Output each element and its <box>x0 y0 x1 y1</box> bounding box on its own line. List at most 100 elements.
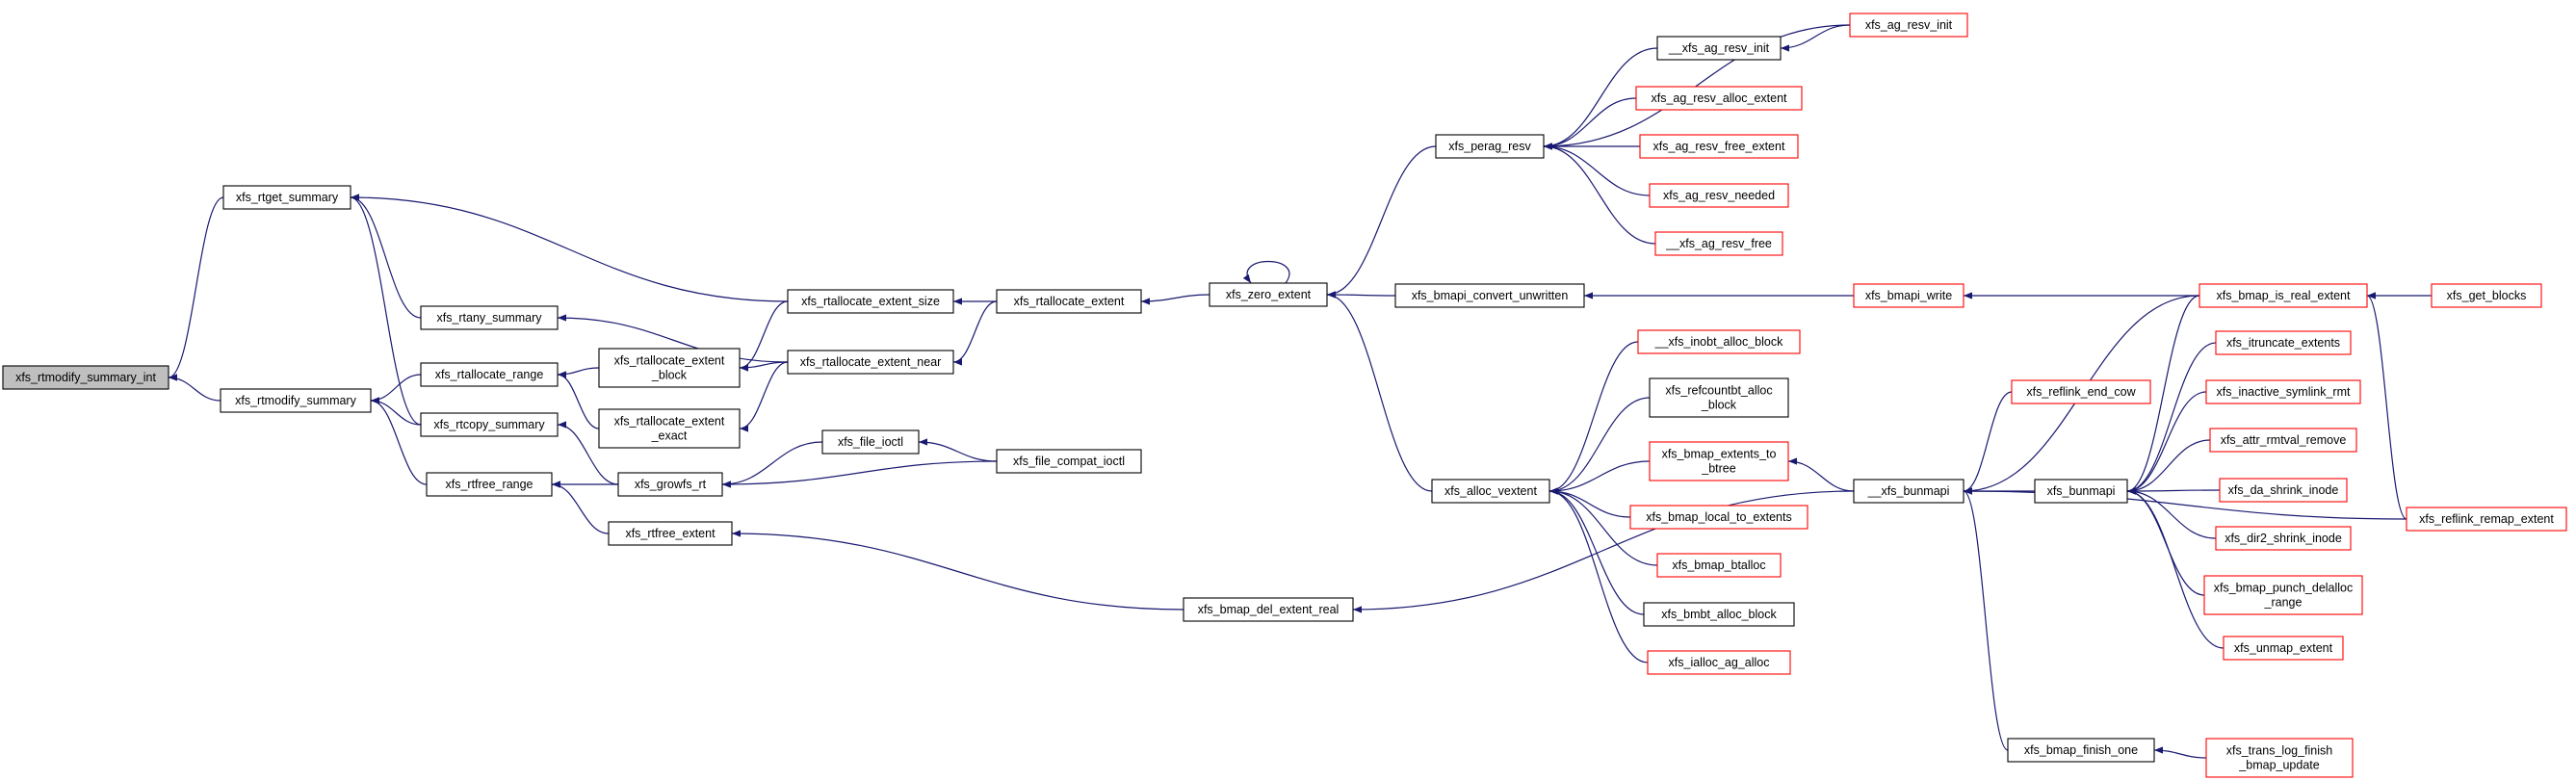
node-bmap-punch-delalloc-range[interactable]: xfs_bmap_punch_delalloc_range <box>2203 575 2363 615</box>
node-label: xfs_refcountbt_alloc <box>1665 384 1772 398</box>
node-ialloc-ag-alloc[interactable]: xfs_ialloc_ag_alloc <box>1647 650 1791 675</box>
node-box <box>2199 283 2368 308</box>
node-rtallocate-extent-block[interactable]: xfs_rtallocate_extent_block <box>598 348 741 388</box>
node-ag-resv-free-extent[interactable]: xfs_ag_resv_free_extent <box>1639 134 1799 159</box>
node-ag-resv-free[interactable]: __xfs_ag_resv_free <box>1654 231 1783 256</box>
node-label: xfs_inactive_symlink_rmt <box>2217 385 2351 399</box>
node-ag-resv-init[interactable]: xfs_ag_resv_init <box>1849 13 1968 38</box>
edge-bmap-del-extent-real-to-bunmapi <box>1352 490 1855 613</box>
node-label: xfs_bmap_local_to_extents <box>1646 510 1791 524</box>
node-bmap-extents-to-btree[interactable]: xfs_bmap_extents_to_btree <box>1649 441 1789 481</box>
node-box <box>1849 13 1968 38</box>
node-dir2-shrink-inode[interactable]: xfs_dir2_shrink_inode <box>2215 526 2352 551</box>
node-label: xfs_rtallocate_extent <box>614 415 725 429</box>
node-growfs-rt[interactable]: xfs_growfs_rt <box>617 472 723 497</box>
node-reflink-end-cow[interactable]: xfs_reflink_end_cow <box>2011 379 2151 404</box>
node-rtallocate-range[interactable]: xfs_rtallocate_range <box>420 362 559 387</box>
node-ag-resv-needed[interactable]: xfs_ag_resv_needed <box>1649 183 1789 208</box>
node-unmap-extent[interactable]: xfs_unmap_extent <box>2223 636 2344 661</box>
node-rtcopy-summary[interactable]: xfs_rtcopy_summary <box>420 412 559 437</box>
node-da-shrink-inode[interactable]: xfs_da_shrink_inode <box>2219 478 2348 503</box>
node-refcountbt-alloc-block[interactable]: xfs_refcountbt_alloc_block <box>1649 377 1789 418</box>
node-label: xfs_trans_log_finish <box>2226 744 2333 758</box>
node-bmap-local-to-extents[interactable]: xfs_bmap_local_to_extents <box>1629 505 1808 530</box>
node-bmap-btalloc[interactable]: xfs_bmap_btalloc <box>1656 553 1782 578</box>
edge-bunmapi-to-reflink-end-cow <box>1963 391 2013 495</box>
node-bmap-is-real-extent[interactable]: xfs_bmap_is_real_extent <box>2199 283 2368 308</box>
node-box <box>1647 650 1791 675</box>
edge-alloc-vextent-to-bmap-extents-to-btree <box>1548 460 1651 495</box>
edge-ag-resv-init-to-ag-resv-init <box>1780 24 1851 52</box>
edge-rtallocate-extent-near-to-rtallocate-extent <box>952 300 998 366</box>
edge-growfs-rt-to-file-ioctl <box>721 441 823 488</box>
node-ag-resv-init[interactable]: __xfs_ag_resv_init <box>1656 36 1782 61</box>
node-bmap-del-extent-real[interactable]: xfs_bmap_del_extent_real <box>1183 597 1354 622</box>
node-label: xfs_reflink_remap_extent <box>2419 512 2554 526</box>
node-file-ioctl[interactable]: xfs_file_ioctl <box>821 429 920 455</box>
edge-rtallocate-range-to-rtallocate-extent-block <box>557 367 600 378</box>
node-reflink-remap-extent[interactable]: xfs_reflink_remap_extent <box>2406 507 2567 532</box>
node-perag-resv[interactable]: xfs_perag_resv <box>1435 134 1545 159</box>
node-label: xfs_da_shrink_inode <box>2228 483 2339 497</box>
node-ag-resv-alloc-extent[interactable]: xfs_ag_resv_alloc_extent <box>1635 86 1803 111</box>
node-label: _btree <box>1701 462 1735 476</box>
node-label: _block <box>1701 399 1737 412</box>
node-bmbt-alloc-block[interactable]: xfs_bmbt_alloc_block <box>1643 602 1795 627</box>
edge-perag-resv-to-ag-resv-needed <box>1543 143 1651 196</box>
node-box <box>2205 738 2354 778</box>
node-zero-extent[interactable]: xfs_zero_extent <box>1209 282 1328 307</box>
node-bunmapi[interactable]: xfs_bunmapi <box>2034 479 2128 504</box>
node-box <box>2011 379 2151 404</box>
node-rtany-summary[interactable]: xfs_rtany_summary <box>420 305 559 330</box>
node-inactive-symlink-rmt[interactable]: xfs_inactive_symlink_rmt <box>2205 379 2361 404</box>
edge-bunmapi-to-bmap-is-real-extent <box>2126 295 2200 495</box>
edge-file-ioctl-to-file-compat-ioctl <box>918 438 998 462</box>
node-box <box>1656 36 1782 61</box>
node-rtfree-extent[interactable]: xfs_rtfree_extent <box>608 521 733 546</box>
node-itruncate-extents[interactable]: xfs_itruncate_extents <box>2215 330 2352 355</box>
node-rtmodify-summary[interactable]: xfs_rtmodify_summary <box>220 388 372 413</box>
node-bmapi-write[interactable]: xfs_bmapi_write <box>1853 283 1965 308</box>
node-box <box>1209 282 1328 307</box>
node-root[interactable]: xfs_rtmodify_summary_int <box>2 365 169 390</box>
node-box <box>1435 134 1545 159</box>
node-box <box>2406 507 2567 532</box>
node-bmap-finish-one[interactable]: xfs_bmap_finish_one <box>2007 738 2155 763</box>
node-label: xfs_bmap_is_real_extent <box>2217 289 2351 302</box>
edge-bunmapi-to-attr-rmtval-remove <box>2126 439 2211 495</box>
node-get-blocks[interactable]: xfs_get_blocks <box>2431 283 2542 308</box>
edge-bunmapi-to-unmap-extent <box>2126 487 2225 649</box>
node-rtallocate-extent-near[interactable]: xfs_rtallocate_extent_near <box>787 350 954 375</box>
node-box <box>617 472 723 497</box>
node-label: xfs_bmap_del_extent_real <box>1198 603 1340 616</box>
node-inobt-alloc-block[interactable]: __xfs_inobt_alloc_block <box>1637 329 1801 354</box>
node-rtallocate-extent[interactable]: xfs_rtallocate_extent <box>996 289 1142 314</box>
edge-alloc-vextent-to-bmap-btalloc <box>1548 487 1658 566</box>
node-rtallocate-extent-size[interactable]: xfs_rtallocate_extent_size <box>787 289 954 314</box>
node-bmapi-convert-unwritten[interactable]: xfs_bmapi_convert_unwritten <box>1394 283 1585 308</box>
node-trans-log-finish-bmap-update[interactable]: xfs_trans_log_finish_bmap_update <box>2205 738 2354 778</box>
node-alloc-vextent[interactable]: xfs_alloc_vextent <box>1431 479 1550 504</box>
edge-root-to-rtmodify-summary <box>168 374 221 402</box>
node-label: xfs_bmap_punch_delalloc <box>2214 582 2354 595</box>
node-label: xfs_ag_resv_alloc_extent <box>1651 91 1787 105</box>
node-file-compat-ioctl[interactable]: xfs_file_compat_ioctl <box>996 449 1142 474</box>
node-label: xfs_ag_resv_needed <box>1663 189 1775 202</box>
node-box <box>598 348 741 388</box>
node-rtallocate-extent-exact[interactable]: xfs_rtallocate_extent_exact <box>598 408 741 449</box>
node-box <box>222 185 351 210</box>
edge-root-to-rtget-summary <box>168 196 224 381</box>
node-label: xfs_itruncate_extents <box>2226 336 2340 350</box>
node-box <box>608 521 733 546</box>
node-label: xfs_rtcopy_summary <box>433 418 545 431</box>
node-label: _exact <box>651 429 688 443</box>
node-box <box>220 388 372 413</box>
node-box <box>996 289 1142 314</box>
node-box <box>1394 283 1585 308</box>
node-rtget-summary[interactable]: xfs_rtget_summary <box>222 185 351 210</box>
node-box <box>1629 505 1808 530</box>
node-bunmapi[interactable]: __xfs_bunmapi <box>1853 479 1965 504</box>
node-rtfree-range[interactable]: xfs_rtfree_range <box>426 472 553 497</box>
node-attr-rmtval-remove[interactable]: xfs_attr_rmtval_remove <box>2209 428 2357 453</box>
edge-perag-resv-to-ag-resv-free <box>1543 143 1656 245</box>
